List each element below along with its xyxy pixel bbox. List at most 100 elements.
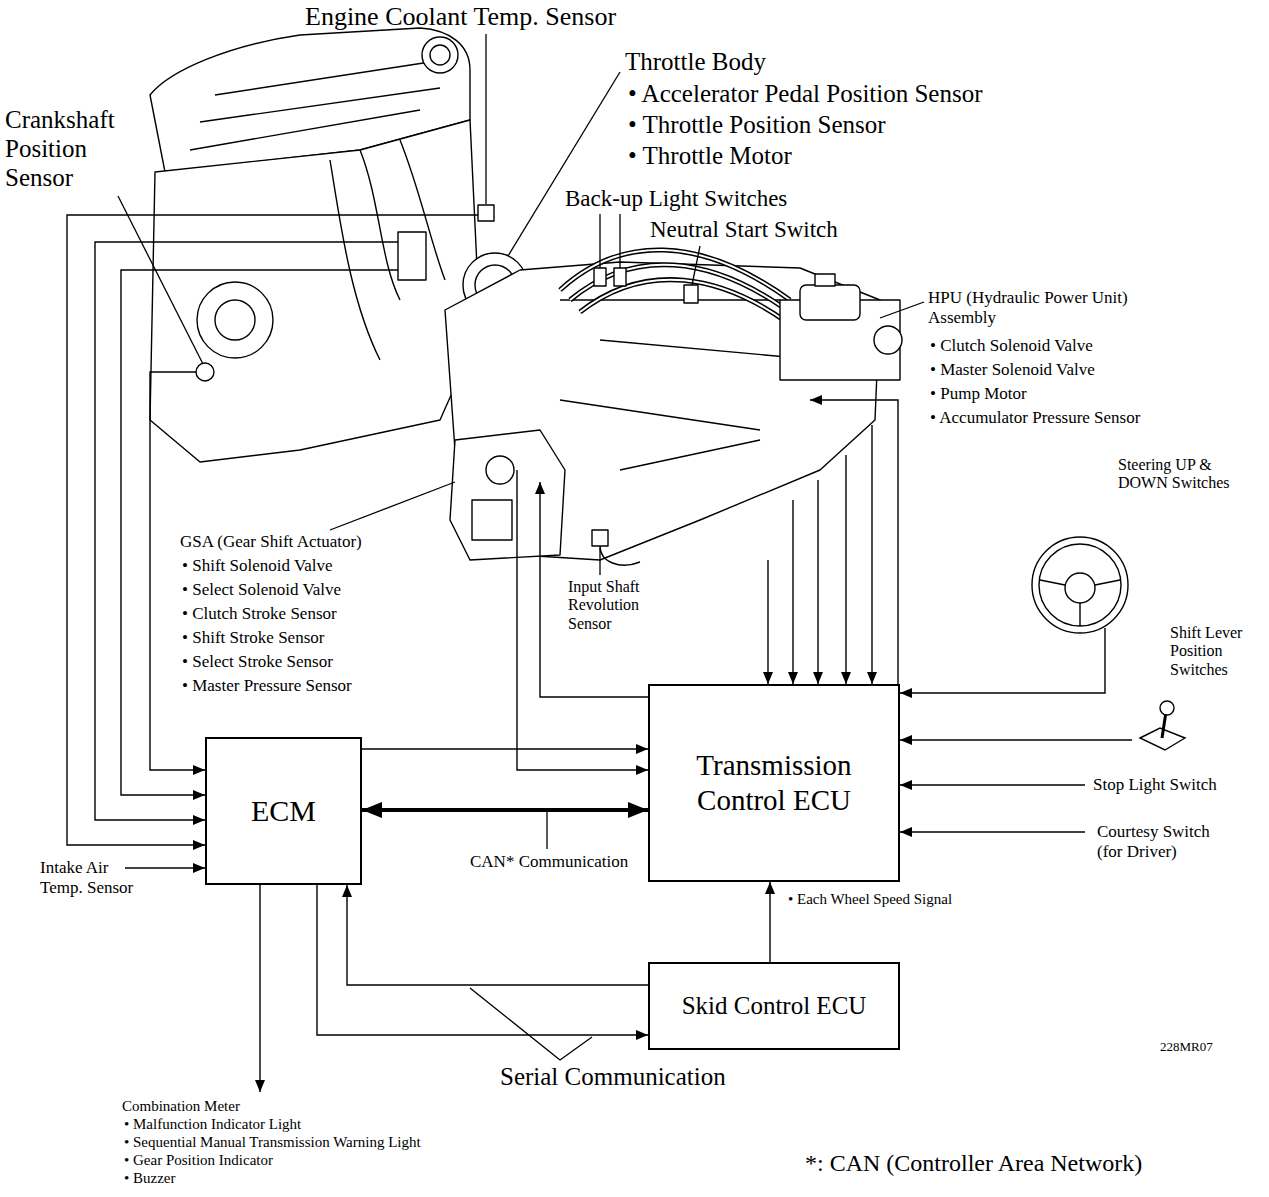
signal-wire xyxy=(125,867,205,868)
label-text: • Master Pressure Sensor xyxy=(182,676,352,696)
label-text: Back-up Light Switches xyxy=(565,186,787,212)
sensor-wire xyxy=(600,546,640,565)
signal-wire xyxy=(792,500,793,684)
signal-wire xyxy=(900,784,1085,785)
signal-wire xyxy=(845,455,846,684)
switch xyxy=(684,285,698,303)
switch xyxy=(614,268,626,286)
gsa-valve xyxy=(486,456,514,484)
wheel-rim xyxy=(1032,537,1128,633)
label-text: • Sequential Manual Transmission Warning… xyxy=(124,1134,421,1151)
pulley xyxy=(215,300,255,340)
label-text: • Shift Solenoid Valve xyxy=(182,556,333,576)
box-label: ECM xyxy=(251,793,316,829)
label-text: Stop Light Switch xyxy=(1093,775,1217,795)
filler-cap xyxy=(430,45,450,65)
signal-wire xyxy=(121,270,398,795)
coolant-sensor xyxy=(478,205,494,221)
pulley xyxy=(197,282,273,358)
label-text: Serial Communication xyxy=(500,1063,726,1092)
signal-wire xyxy=(259,885,260,1092)
label-text: • Clutch Stroke Sensor xyxy=(182,604,337,624)
pump-motor xyxy=(874,326,902,354)
signal-wire xyxy=(810,400,898,684)
steering-wheel xyxy=(1032,537,1128,633)
ecu-box: Skid Control ECU xyxy=(648,962,900,1050)
label-text: Neutral Start Switch xyxy=(650,217,838,243)
leader-line xyxy=(118,196,203,364)
leader-line xyxy=(330,482,455,530)
connector xyxy=(362,748,648,749)
label-text: Shift Lever Position Switches xyxy=(1170,624,1262,679)
leader-line xyxy=(599,548,600,575)
connector xyxy=(347,885,648,985)
label-text: • Buzzer xyxy=(124,1170,175,1187)
sensor-housing xyxy=(398,232,426,280)
label-text: HPU (Hydraulic Power Unit) Assembly xyxy=(928,288,1143,327)
transaxle xyxy=(445,262,880,560)
leader-line xyxy=(508,72,620,256)
filler-cap xyxy=(422,37,458,73)
label-text: GSA (Gear Shift Actuator) xyxy=(180,532,362,552)
signal-wire xyxy=(900,831,1085,832)
leader-line xyxy=(880,302,924,318)
label-text: • Gear Position Indicator xyxy=(124,1152,273,1169)
label-text: • Shift Stroke Sensor xyxy=(182,628,324,648)
switch xyxy=(594,268,606,286)
signal-wire xyxy=(900,628,1105,693)
transmission-drawing xyxy=(445,250,902,565)
box-label: Transmission Control ECU xyxy=(674,748,874,818)
label-text: Crankshaft Position Sensor xyxy=(5,106,130,192)
manifold xyxy=(330,140,445,360)
ecu-box: ECM xyxy=(205,737,362,885)
label-text: • Select Stroke Sensor xyxy=(182,652,333,672)
signal-wire xyxy=(871,425,872,684)
engine-block xyxy=(150,120,480,462)
reservoir-cap xyxy=(815,274,835,286)
connector xyxy=(362,808,648,812)
gsa-body xyxy=(450,430,565,560)
box-label: Skid Control ECU xyxy=(682,991,867,1021)
label-text: • Pump Motor xyxy=(930,384,1027,404)
leader-line xyxy=(546,812,547,849)
label-text: • Select Solenoid Valve xyxy=(182,580,341,600)
label-text: 228MR07 xyxy=(1160,1040,1213,1055)
cover-ribs xyxy=(190,62,440,150)
signal-wire xyxy=(767,560,768,684)
signal-wire xyxy=(95,242,398,820)
leader-line xyxy=(485,34,486,204)
gsa-valve xyxy=(472,500,512,540)
label-text: • Accumulator Pressure Sensor xyxy=(930,408,1140,428)
shift-lever xyxy=(1140,701,1185,750)
label-text: • Accelerator Pedal Position Sensor xyxy=(628,80,983,109)
label-text: Intake Air Temp. Sensor xyxy=(40,858,140,897)
wheel-spoke xyxy=(1040,580,1120,626)
leader-line xyxy=(692,246,700,285)
leader-line xyxy=(600,214,620,268)
label-text: • Throttle Motor xyxy=(628,142,792,171)
label-text: Courtesy Switch (for Driver) xyxy=(1097,822,1237,861)
signal-wire xyxy=(817,480,818,684)
pipe-core xyxy=(560,250,810,340)
label-text: • Throttle Position Sensor xyxy=(628,111,886,140)
leader-line xyxy=(470,988,592,1060)
connector xyxy=(317,885,648,1035)
label-text: Input Shaft Revolution Sensor xyxy=(568,578,668,633)
revolution-sensor xyxy=(592,530,608,546)
signal-wires xyxy=(67,215,1132,1092)
signal-wire xyxy=(900,739,1132,740)
lever-stick xyxy=(1162,712,1166,738)
connector-label: CAN* Communication xyxy=(470,852,628,872)
connector xyxy=(769,882,770,962)
wheel-rim xyxy=(1039,544,1121,626)
label-text: • Malfunction Indicator Light xyxy=(124,1116,301,1133)
label-text: • Clutch Solenoid Valve xyxy=(930,336,1093,356)
pipe xyxy=(560,250,810,340)
label-text: *: CAN (Controller Area Network) xyxy=(805,1150,1142,1178)
crank-sensor xyxy=(196,363,214,381)
ecu-box: Transmission Control ECU xyxy=(648,684,900,882)
label-text: Steering UP & DOWN Switches xyxy=(1118,456,1258,493)
connector-label: • Each Wheel Speed Signal xyxy=(788,891,952,908)
wheel-hub xyxy=(1065,573,1095,603)
